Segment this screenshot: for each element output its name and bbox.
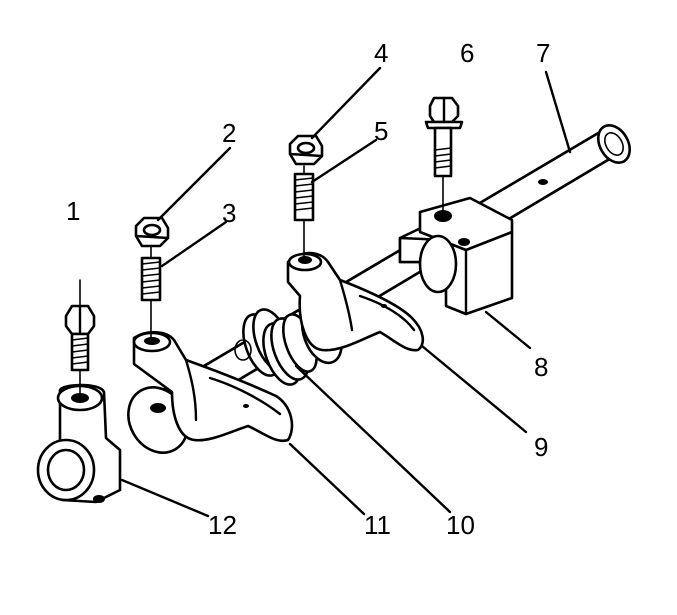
callout-2: 2 [222,118,236,148]
callout-9: 9 [534,432,548,462]
callout-6: 6 [460,38,474,68]
shaft-spring [234,303,344,386]
bolt-1 [64,279,96,399]
callout-10: 10 [446,510,475,540]
callout-5: 5 [374,116,388,146]
leader-lines [120,66,572,518]
bolt-6 [424,96,464,215]
callout-11: 11 [364,510,391,540]
rocker-arm-right [286,251,425,352]
callout-12: 12 [208,510,237,540]
shaft-support-left [36,383,122,504]
callout-labels: 1 2 3 4 5 6 7 8 9 10 11 12 [66,38,550,540]
nut-4 [288,134,324,166]
callout-7: 7 [536,38,550,68]
callout-8: 8 [534,352,548,382]
shaft-support-bracket [398,196,514,316]
callout-1: 1 [66,196,80,226]
rocker-arm-left [132,330,294,443]
stud-5 [293,165,315,259]
stud-3 [140,245,162,341]
nut-2 [134,216,170,248]
callout-4: 4 [374,38,388,68]
callout-3: 3 [222,198,236,228]
